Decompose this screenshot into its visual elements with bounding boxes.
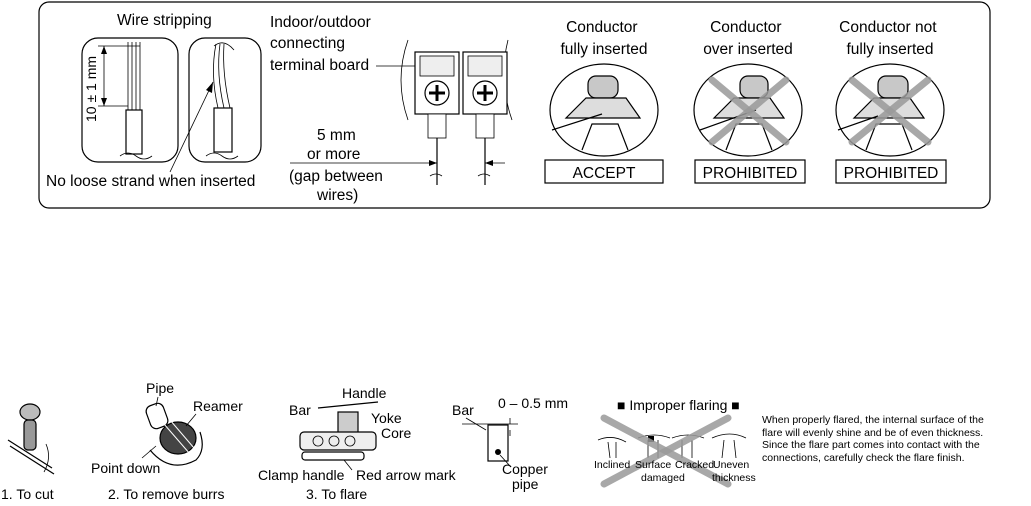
prohibited-cross-4 [848,76,932,146]
conductor-not-fully-inserted: Conductor not fully inserted PROHIBITED [835,19,947,184]
bar-label: Bar [289,402,311,418]
wire-stripping-title: Wire stripping [117,12,212,29]
prohibited-badge-1: PROHIBITED [703,165,798,182]
strip-length-label: 10 ± 1 mm [83,56,99,122]
handle-label: Handle [342,385,387,401]
step-remove-burrs-caption: 2. To remove burrs [108,486,224,502]
depth-range-label: 0 – 0.5 mm [498,395,568,411]
stripped-wire-box [81,37,179,163]
fully-inserted-title: Conductor fully inserted [560,19,647,58]
note-line: connections, carefully check the flare f… [762,451,965,464]
note-line: Since the flare part comes into contact … [762,439,980,452]
yoke-label: Yoke [371,410,402,426]
terminal-board-label: Indoor/outdoor connecting terminal board [270,14,375,74]
step-remove-burrs-figure: Pipe Reamer Point down 2. To remove burr… [91,380,243,502]
clamp-handle-label: Clamp handle [258,467,345,483]
note-line: When properly flared, the internal surfa… [762,414,984,426]
prohibited-cross-2 [708,76,790,146]
conductor-over-inserted: Conductor over inserted PROHIBITED [693,19,806,184]
improper-type-inclined: Inclined [594,459,630,471]
improper-flaring-title: ■ Improper flaring ■ [617,397,740,413]
gap-label: 5 mm or more (gap between wires) [289,127,387,204]
point-down-label: Point down [91,460,160,476]
wiring-panel-frame [38,1,991,209]
over-inserted-title: Conductor over inserted [703,19,793,58]
improper-type-cracked: Cracked [675,459,714,471]
copper-pipe-label: Copper pipe [502,461,552,492]
step-cut-caption: 1. To cut [1,486,54,502]
step-flare-figure: Handle Bar Yoke Core Clamp handle Red ar… [258,385,457,502]
step-flare-caption: 3. To flare [306,486,367,502]
detail-bar-label: Bar [452,402,474,418]
prohibited-badge-2: PROHIBITED [844,165,939,182]
not-fully-inserted-title: Conductor not fully inserted [839,19,941,58]
red-arrow-mark-label: Red arrow mark [356,467,457,483]
terminal-board-figure: Indoor/outdoor connecting terminal board… [270,14,513,204]
flare-finish-note: When properly flared, the internal surfa… [762,414,1030,464]
no-loose-strand-label: No loose strand when inserted [46,173,255,190]
flare-depth-detail: Bar 0 – 0.5 mm Copper pipe [452,395,568,492]
twisted-wire-box [188,37,262,163]
pipe-label: Pipe [146,380,174,396]
note-line: flare will evenly shine and be of even t… [762,426,984,439]
accept-badge: ACCEPT [573,165,636,182]
conductor-fully-inserted: Conductor fully inserted ACCEPT [544,19,664,184]
core-label: Core [381,425,412,441]
improper-cross-2 [600,414,732,488]
wire-stripping-figure: Wire stripping 10 ± 1 mm No loose strand… [46,12,262,190]
reamer-label: Reamer [193,398,243,414]
step-cut-figure: 1. To cut [1,403,55,502]
